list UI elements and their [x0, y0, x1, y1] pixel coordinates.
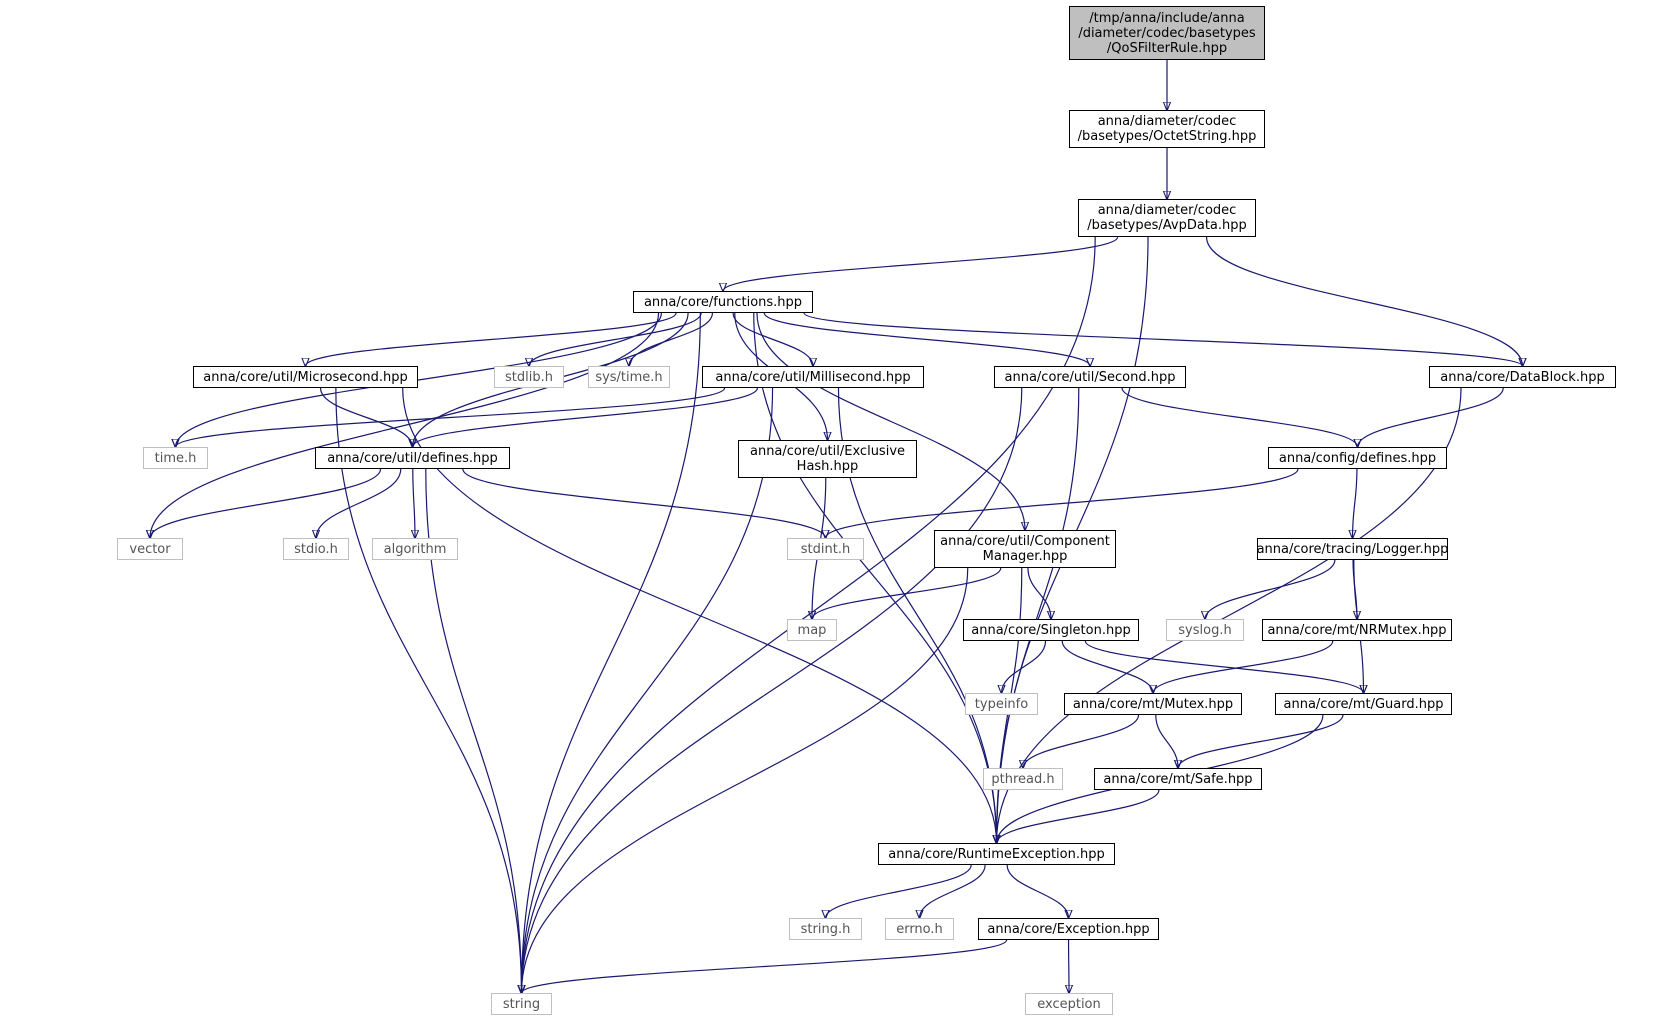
include-edge — [413, 387, 759, 447]
include-edge — [732, 312, 813, 366]
include-edge — [1205, 236, 1523, 366]
include-edge — [756, 312, 1025, 530]
include-edge — [522, 387, 774, 993]
system-header-node: map — [787, 619, 837, 641]
header-file-node[interactable]: anna/core/util/Exclusive Hash.hpp — [738, 440, 917, 478]
include-edge — [522, 387, 1023, 993]
include-edge — [316, 468, 402, 538]
system-header-node: string — [491, 993, 552, 1015]
include-edge — [522, 236, 1096, 993]
system-header-node: time.h — [143, 447, 208, 469]
header-file-node[interactable]: anna/core/util/defines.hpp — [315, 447, 510, 469]
include-edge — [1353, 468, 1358, 538]
include-edge — [522, 567, 969, 993]
include-edge — [1006, 864, 1068, 918]
include-edge — [1153, 640, 1334, 693]
include-edge — [1358, 387, 1504, 447]
include-edge — [826, 468, 1299, 538]
system-header-node: stdint.h — [787, 538, 864, 560]
header-file-node[interactable]: anna/config/defines.hpp — [1268, 447, 1447, 469]
include-edge — [176, 387, 726, 447]
include-edge — [150, 468, 382, 538]
system-header-node: typeinfo — [965, 693, 1038, 715]
system-header-node: syslog.h — [1166, 619, 1244, 641]
include-edge — [1155, 714, 1178, 768]
include-edge — [629, 312, 714, 366]
include-edge — [176, 312, 663, 447]
header-file-node[interactable]: anna/core/util/Microsecond.hpp — [193, 366, 418, 388]
header-file-node[interactable]: anna/core/mt/NRMutex.hpp — [1262, 619, 1452, 641]
include-edge — [462, 468, 826, 538]
header-file-node[interactable]: anna/core/tracing/Logger.hpp — [1257, 538, 1448, 560]
include-edge — [1061, 640, 1153, 693]
system-header-node: vector — [117, 538, 183, 560]
include-edge — [1178, 714, 1344, 768]
include-edge — [413, 468, 415, 538]
include-edge — [1002, 640, 1047, 693]
header-file-node[interactable]: anna/core/util/Component Manager.hpp — [934, 530, 1116, 568]
system-header-node: stdlib.h — [494, 366, 564, 388]
header-file-node[interactable]: anna/core/DataBlock.hpp — [1429, 366, 1616, 388]
include-edge — [522, 939, 1008, 993]
include-edge — [763, 312, 1090, 366]
include-edge — [522, 312, 701, 993]
system-header-node: stdio.h — [283, 538, 349, 560]
include-edge — [150, 312, 660, 538]
include-edge — [826, 864, 972, 918]
system-header-node: sys/time.h — [588, 366, 670, 388]
system-header-node: errno.h — [885, 918, 954, 940]
include-edge — [803, 312, 1523, 366]
include-edge — [753, 312, 997, 843]
header-file-node[interactable]: anna/core/Singleton.hpp — [963, 619, 1139, 641]
include-edge — [812, 567, 1002, 619]
header-file-node[interactable]: anna/core/mt/Guard.hpp — [1275, 693, 1452, 715]
header-file-node[interactable]: anna/core/util/Millisecond.hpp — [702, 366, 924, 388]
header-file-node[interactable]: anna/core/mt/Safe.hpp — [1094, 768, 1262, 790]
header-file-node[interactable]: anna/core/functions.hpp — [633, 291, 813, 313]
include-edge — [1205, 559, 1336, 619]
header-file-node[interactable]: anna/diameter/codec /basetypes/AvpData.h… — [1078, 199, 1256, 237]
include-edge — [319, 387, 413, 447]
include-edge — [1023, 714, 1140, 768]
include-edge — [1084, 640, 1363, 693]
header-file-node[interactable]: anna/core/Exception.hpp — [978, 918, 1159, 940]
system-header-node: algorithm — [372, 538, 458, 560]
include-edge — [997, 789, 1160, 843]
include-edge — [1027, 567, 1051, 619]
header-file-node[interactable]: anna/core/mt/Mutex.hpp — [1064, 693, 1242, 715]
header-file-node[interactable]: anna/core/util/Second.hpp — [994, 366, 1186, 388]
include-edge — [920, 864, 986, 918]
include-edge — [335, 387, 522, 993]
include-edge — [529, 312, 702, 366]
header-file-node[interactable]: anna/diameter/codec /basetypes/OctetStri… — [1069, 110, 1265, 148]
system-header-node: string.h — [789, 918, 862, 940]
include-edge — [723, 236, 1119, 291]
system-header-node: exception — [1025, 993, 1113, 1015]
header-file-node[interactable]: anna/core/RuntimeException.hpp — [878, 843, 1115, 865]
system-header-node: pthread.h — [983, 768, 1063, 790]
header-file-node[interactable]: /tmp/anna/include/anna /diameter/codec/b… — [1069, 6, 1265, 60]
include-edge — [1121, 387, 1357, 447]
